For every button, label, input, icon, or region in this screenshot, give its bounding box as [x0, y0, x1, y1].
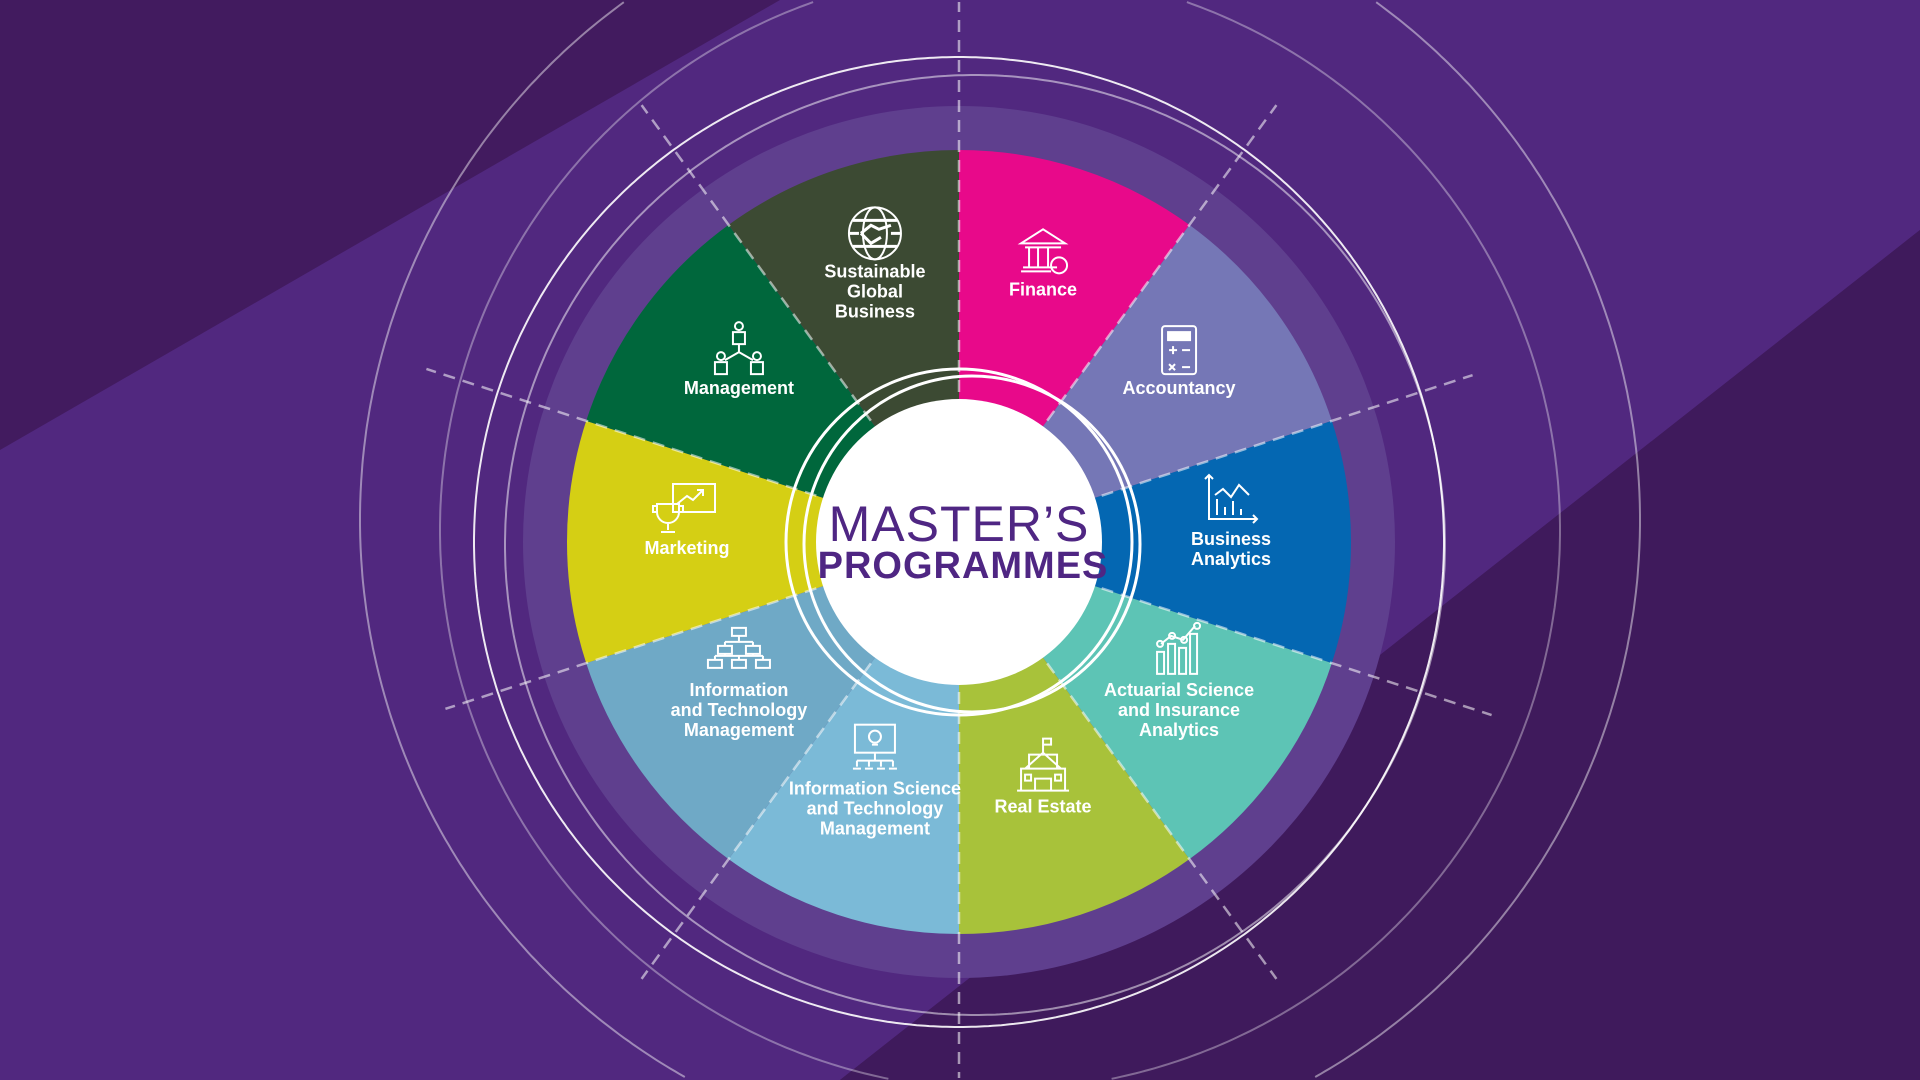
- trophy-board-icon: [652, 483, 716, 533]
- divider-line: [1046, 104, 1278, 422]
- title-masters: MASTER’S: [829, 496, 1090, 552]
- segment-marketing[interactable]: Marketing: [567, 420, 959, 664]
- decorative-circle: [504, 74, 1446, 1016]
- segment-label: Information: [689, 680, 788, 700]
- segment-label: Management: [684, 378, 794, 398]
- segment-dividers: [426, 2, 1492, 1078]
- segment-label: Finance: [1009, 279, 1077, 299]
- segment-label: Business: [835, 301, 915, 321]
- divider-line: [640, 104, 872, 422]
- title-programmes: PROGRAMMES: [818, 545, 1109, 587]
- calculator-icon: [1161, 325, 1198, 376]
- segment-label: Management: [820, 819, 930, 839]
- segment-label: Marketing: [644, 538, 729, 558]
- decorative-rings: [359, 1, 1641, 1080]
- chart-analytics-icon: [1204, 473, 1259, 524]
- divider-line: [640, 662, 872, 980]
- segment-label: Business: [1191, 529, 1271, 549]
- decorative-circle: [1186, 1, 1561, 530]
- team-hierarchy-icon: [713, 321, 764, 376]
- building-icon: [1017, 737, 1070, 792]
- segment-label: and Insurance: [1118, 700, 1240, 720]
- bank-percent-icon: [1017, 228, 1069, 275]
- segment-label: Analytics: [1139, 720, 1219, 740]
- divider-line: [445, 587, 817, 711]
- segment-label: and Technology: [671, 700, 808, 720]
- segment-label: Management: [684, 720, 794, 740]
- decorative-circle: [359, 1, 686, 1078]
- segment-wedge: [567, 420, 959, 664]
- hierarchy-icon: [706, 626, 771, 669]
- decorative-circle: [439, 1, 889, 1080]
- segment-label: Real Estate: [995, 797, 1092, 817]
- inner-ring-2: [802, 374, 1142, 714]
- segment-label: Accountancy: [1123, 378, 1236, 398]
- divider-line: [1101, 587, 1492, 717]
- globe-handshake-icon: [847, 206, 902, 261]
- decorative-circle: [1375, 1, 1641, 520]
- segment-label: Global: [847, 281, 903, 301]
- divider-line: [1101, 373, 1473, 497]
- decorative-circle: [1111, 530, 1561, 1080]
- bar-line-chart-icon: [1156, 621, 1202, 675]
- divider-line: [1046, 662, 1278, 980]
- segment-label: Actuarial Science: [1104, 680, 1254, 700]
- segment-wedge: [959, 420, 1352, 664]
- presentation-bulb-icon: [852, 723, 897, 770]
- inner-ring-1: [784, 367, 1134, 717]
- divider-line: [426, 367, 817, 497]
- segment-label: Sustainable: [824, 261, 925, 281]
- segment-label: Analytics: [1191, 549, 1271, 569]
- center-circle: [816, 399, 1102, 685]
- decorative-circle: [473, 56, 1445, 1028]
- decorative-circle: [1314, 520, 1641, 1078]
- segment-label: and Technology: [807, 799, 944, 819]
- segment-label: Information Science: [789, 779, 961, 799]
